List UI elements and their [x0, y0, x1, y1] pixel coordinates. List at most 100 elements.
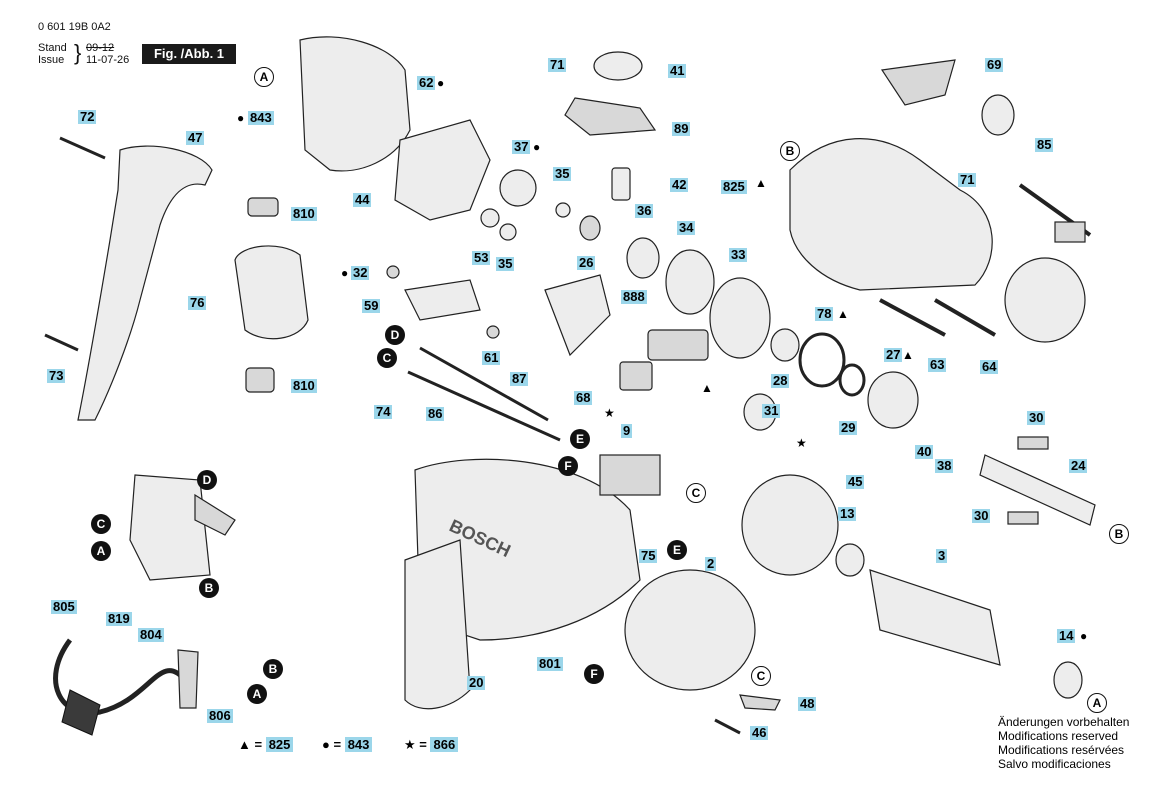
part-label-35-lower: 35 [496, 256, 515, 271]
bracket-888 [544, 274, 611, 357]
brush-holder [234, 245, 309, 340]
document-number: 0 601 19B 0A2 [38, 21, 111, 33]
ring-61 [486, 325, 500, 339]
armature-3 [869, 569, 1001, 666]
part-label-47: 47 [186, 130, 205, 145]
spindle-24 [979, 454, 1096, 526]
part-label-74: 74 [374, 404, 393, 419]
marker-star: ★ [604, 406, 615, 420]
part-label-69: 69 [985, 57, 1004, 72]
part-label-37: 37 [512, 139, 531, 154]
part-label-75: 75 [639, 548, 658, 563]
part-label-68: 68 [574, 390, 593, 405]
figure-label: Fig. /Abb. 1 [142, 44, 236, 64]
callout-e: E [667, 540, 687, 560]
callout-c: C [686, 483, 706, 503]
screw-63 [879, 298, 946, 337]
power-cord [53, 638, 187, 716]
callout-f: F [558, 456, 578, 476]
bearing-13 [835, 543, 865, 577]
frame-89 [564, 97, 657, 136]
rod-87 [419, 346, 549, 422]
part-label-9: 9 [621, 423, 633, 438]
part-label-48: 48 [798, 696, 817, 711]
header-brace: } [74, 40, 82, 65]
screw-73 [44, 333, 79, 352]
clip-30b [1007, 511, 1039, 525]
callout-f: F [584, 664, 604, 684]
part-label-825: 825 [721, 179, 747, 194]
callout-a: A [254, 67, 274, 87]
part-label-41: 41 [668, 63, 687, 78]
marker-dot: ● [1080, 629, 1088, 643]
issue-value: 11-07-26 [86, 54, 130, 66]
part-label-14: 14 [1057, 628, 1076, 643]
ring-29 [838, 363, 866, 397]
callout-b: B [780, 141, 800, 161]
part-label-86: 86 [426, 406, 445, 421]
part-label-3: 3 [936, 548, 948, 563]
trigger [194, 493, 236, 536]
part-label-2: 2 [705, 556, 717, 571]
stand-value: 09-12 [86, 42, 115, 54]
part-label-35: 35 [553, 166, 572, 181]
note-spanish: Salvo modificaciones [998, 757, 1111, 771]
screw-46 [714, 718, 741, 735]
clip-30a [1017, 436, 1049, 450]
part-label-30-bottom: 30 [972, 508, 991, 523]
callout-a: A [1087, 693, 1107, 713]
part-label-89: 89 [672, 121, 691, 136]
label-9 [599, 454, 661, 496]
legend-star-symbol: ★ [404, 737, 416, 752]
part-label-36: 36 [635, 203, 654, 218]
marker-dot: ● [437, 76, 445, 90]
marker-triangle: ▲ [902, 348, 914, 362]
legend-item: ● = 843 [322, 737, 373, 752]
baffle-45 [741, 474, 839, 576]
gear-36 [626, 237, 660, 279]
field-2 [624, 569, 756, 691]
part-label-76: 76 [188, 295, 207, 310]
part-label-45: 45 [846, 474, 865, 489]
spring-26 [579, 215, 601, 241]
rod-86 [407, 370, 561, 442]
cord-guard-806 [177, 649, 199, 709]
part-label-44: 44 [353, 192, 372, 207]
screw-64 [933, 298, 997, 337]
callout-a: A [247, 684, 267, 704]
part-label-78: 78 [815, 306, 834, 321]
callout-b: B [263, 659, 283, 679]
label-plate [880, 59, 956, 106]
part-label-805: 805 [51, 599, 77, 614]
part-label-38: 38 [935, 458, 954, 473]
shaft-59 [404, 279, 481, 321]
legend-code: 843 [344, 737, 373, 752]
slider-42 [611, 167, 631, 201]
issue-label: Issue [38, 54, 65, 66]
callout-b: B [1109, 524, 1129, 544]
legend-item: ▲ = 825 [238, 737, 294, 752]
part-label-810-bottom: 810 [291, 378, 317, 393]
knob-41 [593, 51, 643, 81]
washer-35a [555, 202, 571, 218]
part-label-29: 29 [839, 420, 858, 435]
part-label-843: 843 [248, 110, 274, 125]
callout-e: E [570, 429, 590, 449]
part-label-71: 71 [548, 57, 567, 72]
part-label-33: 33 [729, 247, 748, 262]
brush-810a [247, 197, 279, 217]
cover-44 [394, 119, 491, 221]
part-label-30-top: 30 [1027, 410, 1046, 425]
bracket-48 [739, 694, 781, 711]
part-label-72: 72 [78, 109, 97, 124]
part-label-73: 73 [47, 368, 66, 383]
legend-code: 866 [430, 737, 459, 752]
note-english: Modifications reserved [998, 729, 1119, 743]
legend-item: ★ = 866 [404, 737, 459, 753]
marker-star: ★ [796, 436, 807, 450]
bearing-27 [867, 371, 919, 429]
slide-866 [619, 361, 653, 391]
part-label-63: 63 [928, 357, 947, 372]
brush-810b [245, 367, 275, 393]
